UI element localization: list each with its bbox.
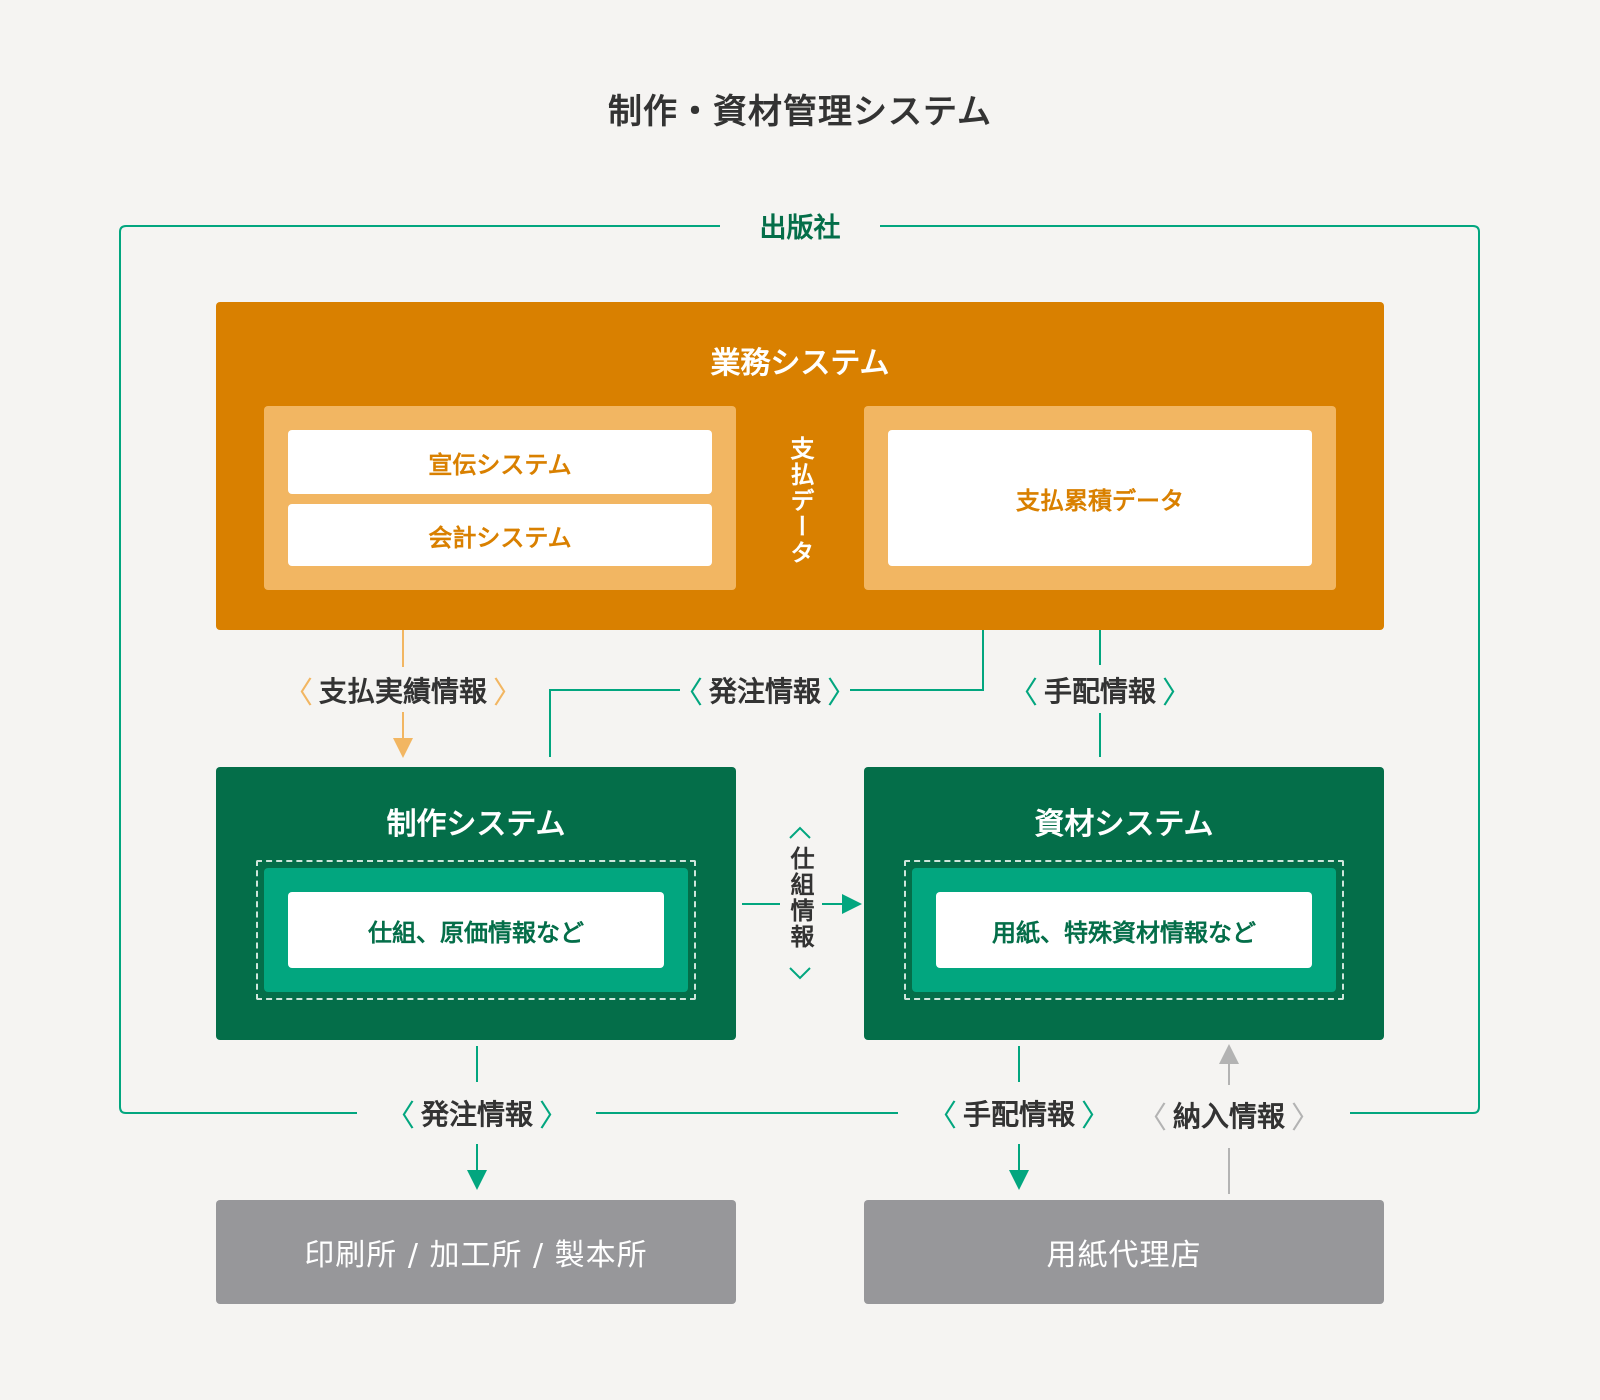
chevron-left-icon: 〈 xyxy=(927,1099,957,1134)
shizai-dashed-frame xyxy=(904,860,1344,1000)
shikumi-text: 仕組情報 xyxy=(786,846,814,950)
flow-order-top-text: 発注情報 xyxy=(709,675,822,708)
flow-arrange-top-text: 手配情報 xyxy=(1044,675,1157,708)
flow-arrange-top: 〈 手配情報 〉 xyxy=(1008,670,1192,711)
shikumi-chevron-down xyxy=(789,967,811,980)
chevron-right-icon: 〉 xyxy=(1081,1099,1112,1134)
chevron-left-icon: 〈 xyxy=(282,676,313,711)
page-title: 制作・資材管理システム xyxy=(608,92,992,132)
payment-accumulated-card: 支払累積データ xyxy=(888,430,1312,566)
flow-payment-results-text: 支払実績情報 xyxy=(318,675,487,708)
chevron-right-icon: 〉 xyxy=(1162,676,1193,711)
chevron-left-icon: 〈 xyxy=(1137,1101,1167,1136)
chevron-right-icon: 〉 xyxy=(1291,1101,1322,1136)
chevron-left-icon: 〈 xyxy=(1008,676,1038,711)
seisaku-dashed-frame xyxy=(256,860,696,1000)
payment-data-label: 支払データ xyxy=(780,432,820,570)
chevron-right-icon: 〉 xyxy=(493,676,523,711)
shikumi-chevron-up xyxy=(789,826,811,839)
shizai-item-card: 用紙、特殊資材情報など xyxy=(936,892,1312,968)
flow-arrange-bottom: 〈 手配情報 〉 xyxy=(927,1093,1112,1134)
shizai-system-title: 資材システム xyxy=(1034,807,1214,842)
flow-payment-results: 〈 支払実績情報 〉 xyxy=(282,670,524,711)
seisaku-item-card: 仕組、原価情報など xyxy=(288,892,664,968)
flow-order-bottom: 〈 発注情報 〉 xyxy=(385,1093,570,1134)
chevron-left-icon: 〈 xyxy=(385,1099,415,1134)
chevron-right-icon: 〉 xyxy=(539,1099,570,1134)
chevron-right-icon: 〉 xyxy=(827,676,858,711)
senden-system-card: 宣伝システム xyxy=(288,430,712,494)
publisher-label: 出版社 xyxy=(720,206,880,245)
printers-box: 印刷所 / 加工所 / 製本所 xyxy=(216,1200,736,1304)
publisher-frame xyxy=(119,225,1480,1114)
order-top-line-right xyxy=(850,596,993,691)
flow-delivery: 〈 納入情報 〉 xyxy=(1137,1095,1322,1136)
flow-delivery-text: 納入情報 xyxy=(1173,1100,1286,1133)
gyomu-system-title: 業務システム xyxy=(710,346,890,381)
flow-order-top: 〈 発注情報 〉 xyxy=(673,670,857,711)
shikumi-label: 仕組情報 xyxy=(780,846,820,950)
paper-agent-box: 用紙代理店 xyxy=(864,1200,1384,1304)
payment-data-text: 支払データ xyxy=(786,436,814,566)
flow-order-bottom-text: 発注情報 xyxy=(421,1098,534,1131)
order-top-line-left xyxy=(549,689,680,757)
flow-arrange-bottom-text: 手配情報 xyxy=(963,1098,1076,1131)
seisaku-system-title: 制作システム xyxy=(386,807,566,842)
kaikei-system-card: 会計システム xyxy=(288,504,712,566)
chevron-left-icon: 〈 xyxy=(673,676,703,711)
